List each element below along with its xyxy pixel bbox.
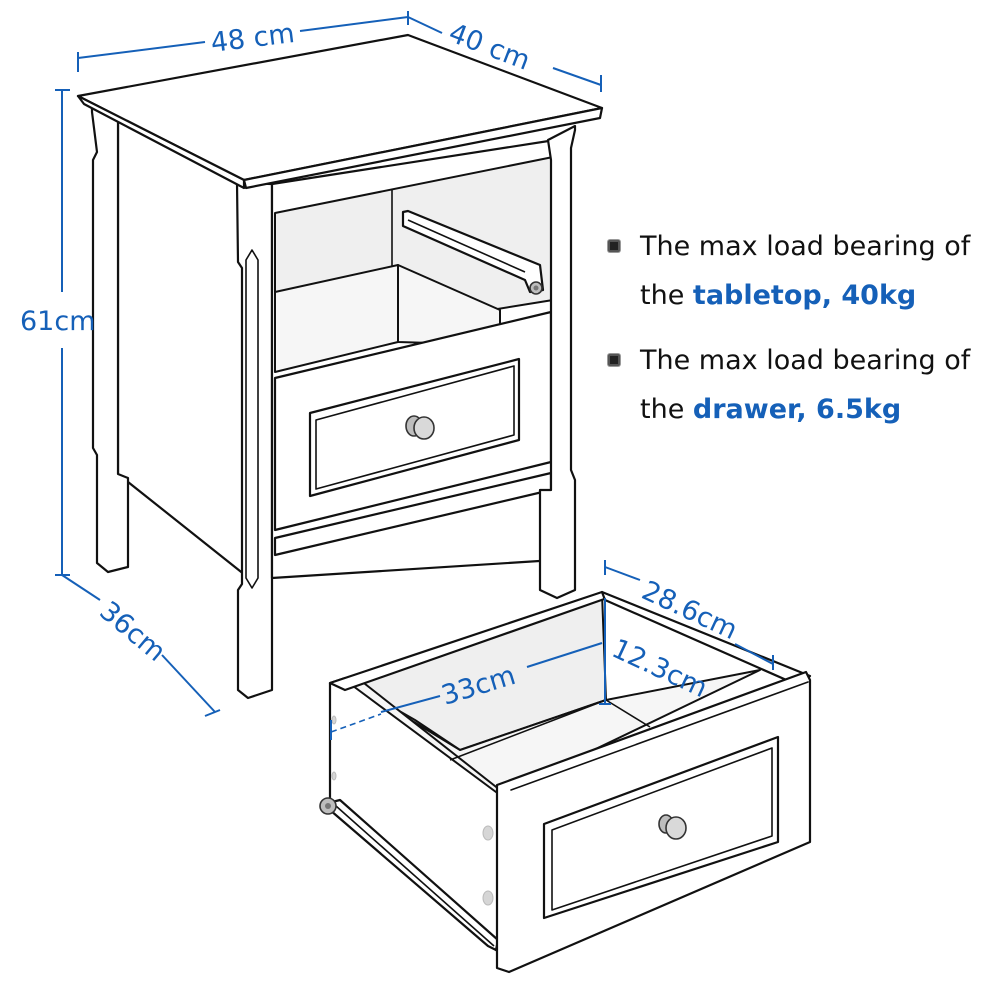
dimension-depth-side-label: 36cm xyxy=(94,596,172,668)
load-bearing-notes: The max load bearing of the tabletop, 40… xyxy=(606,222,996,450)
note-highlight: drawer, 6.5kg xyxy=(692,394,902,425)
dimension-lines xyxy=(55,11,774,740)
square-bullet-icon xyxy=(608,354,620,366)
removed-drawer xyxy=(319,590,812,974)
nightstand-cabinet xyxy=(76,33,604,700)
note-tabletop-load: The max load bearing of the tabletop, 40… xyxy=(606,222,996,320)
note-text: The max load bearing of the xyxy=(640,231,971,311)
note-text: The max load bearing of the xyxy=(640,345,971,425)
dimension-width-label: 48 cm xyxy=(209,18,296,59)
note-drawer-load: The max load bearing of the drawer, 6.5k… xyxy=(606,336,996,434)
drawer-knob-icon xyxy=(405,415,435,440)
drawer-knob-icon xyxy=(658,814,687,840)
drawer-slide-rail-icon xyxy=(401,209,545,295)
dimension-height-label: 61cm xyxy=(20,306,96,337)
note-highlight: tabletop, 40kg xyxy=(692,280,917,311)
square-bullet-icon xyxy=(608,240,620,252)
